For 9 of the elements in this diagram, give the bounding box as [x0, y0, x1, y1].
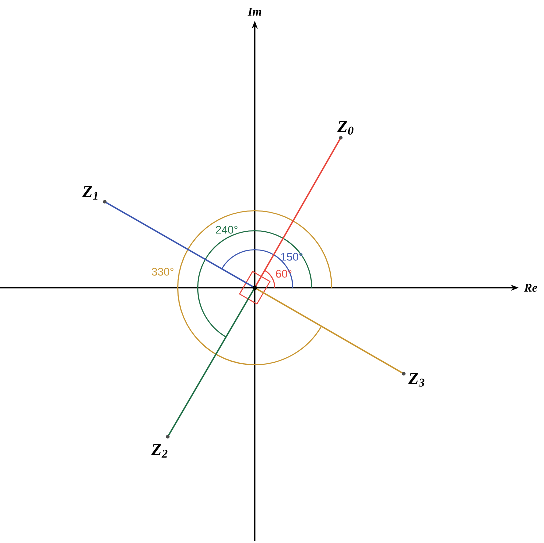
angle-label: 330°: [152, 268, 174, 276]
vector-label: Z$_{1}$: [82, 186, 98, 200]
angle-label: 150°: [281, 253, 303, 261]
vector-label: Z$_{2}$: [152, 444, 168, 458]
vector-label: Z$_{3}$: [408, 373, 425, 387]
vector-label: Z$_{0}$: [338, 121, 354, 135]
axis-label: Re: [524, 284, 538, 292]
angle-label: 240°: [216, 226, 238, 234]
axis-label: Im: [248, 8, 262, 16]
